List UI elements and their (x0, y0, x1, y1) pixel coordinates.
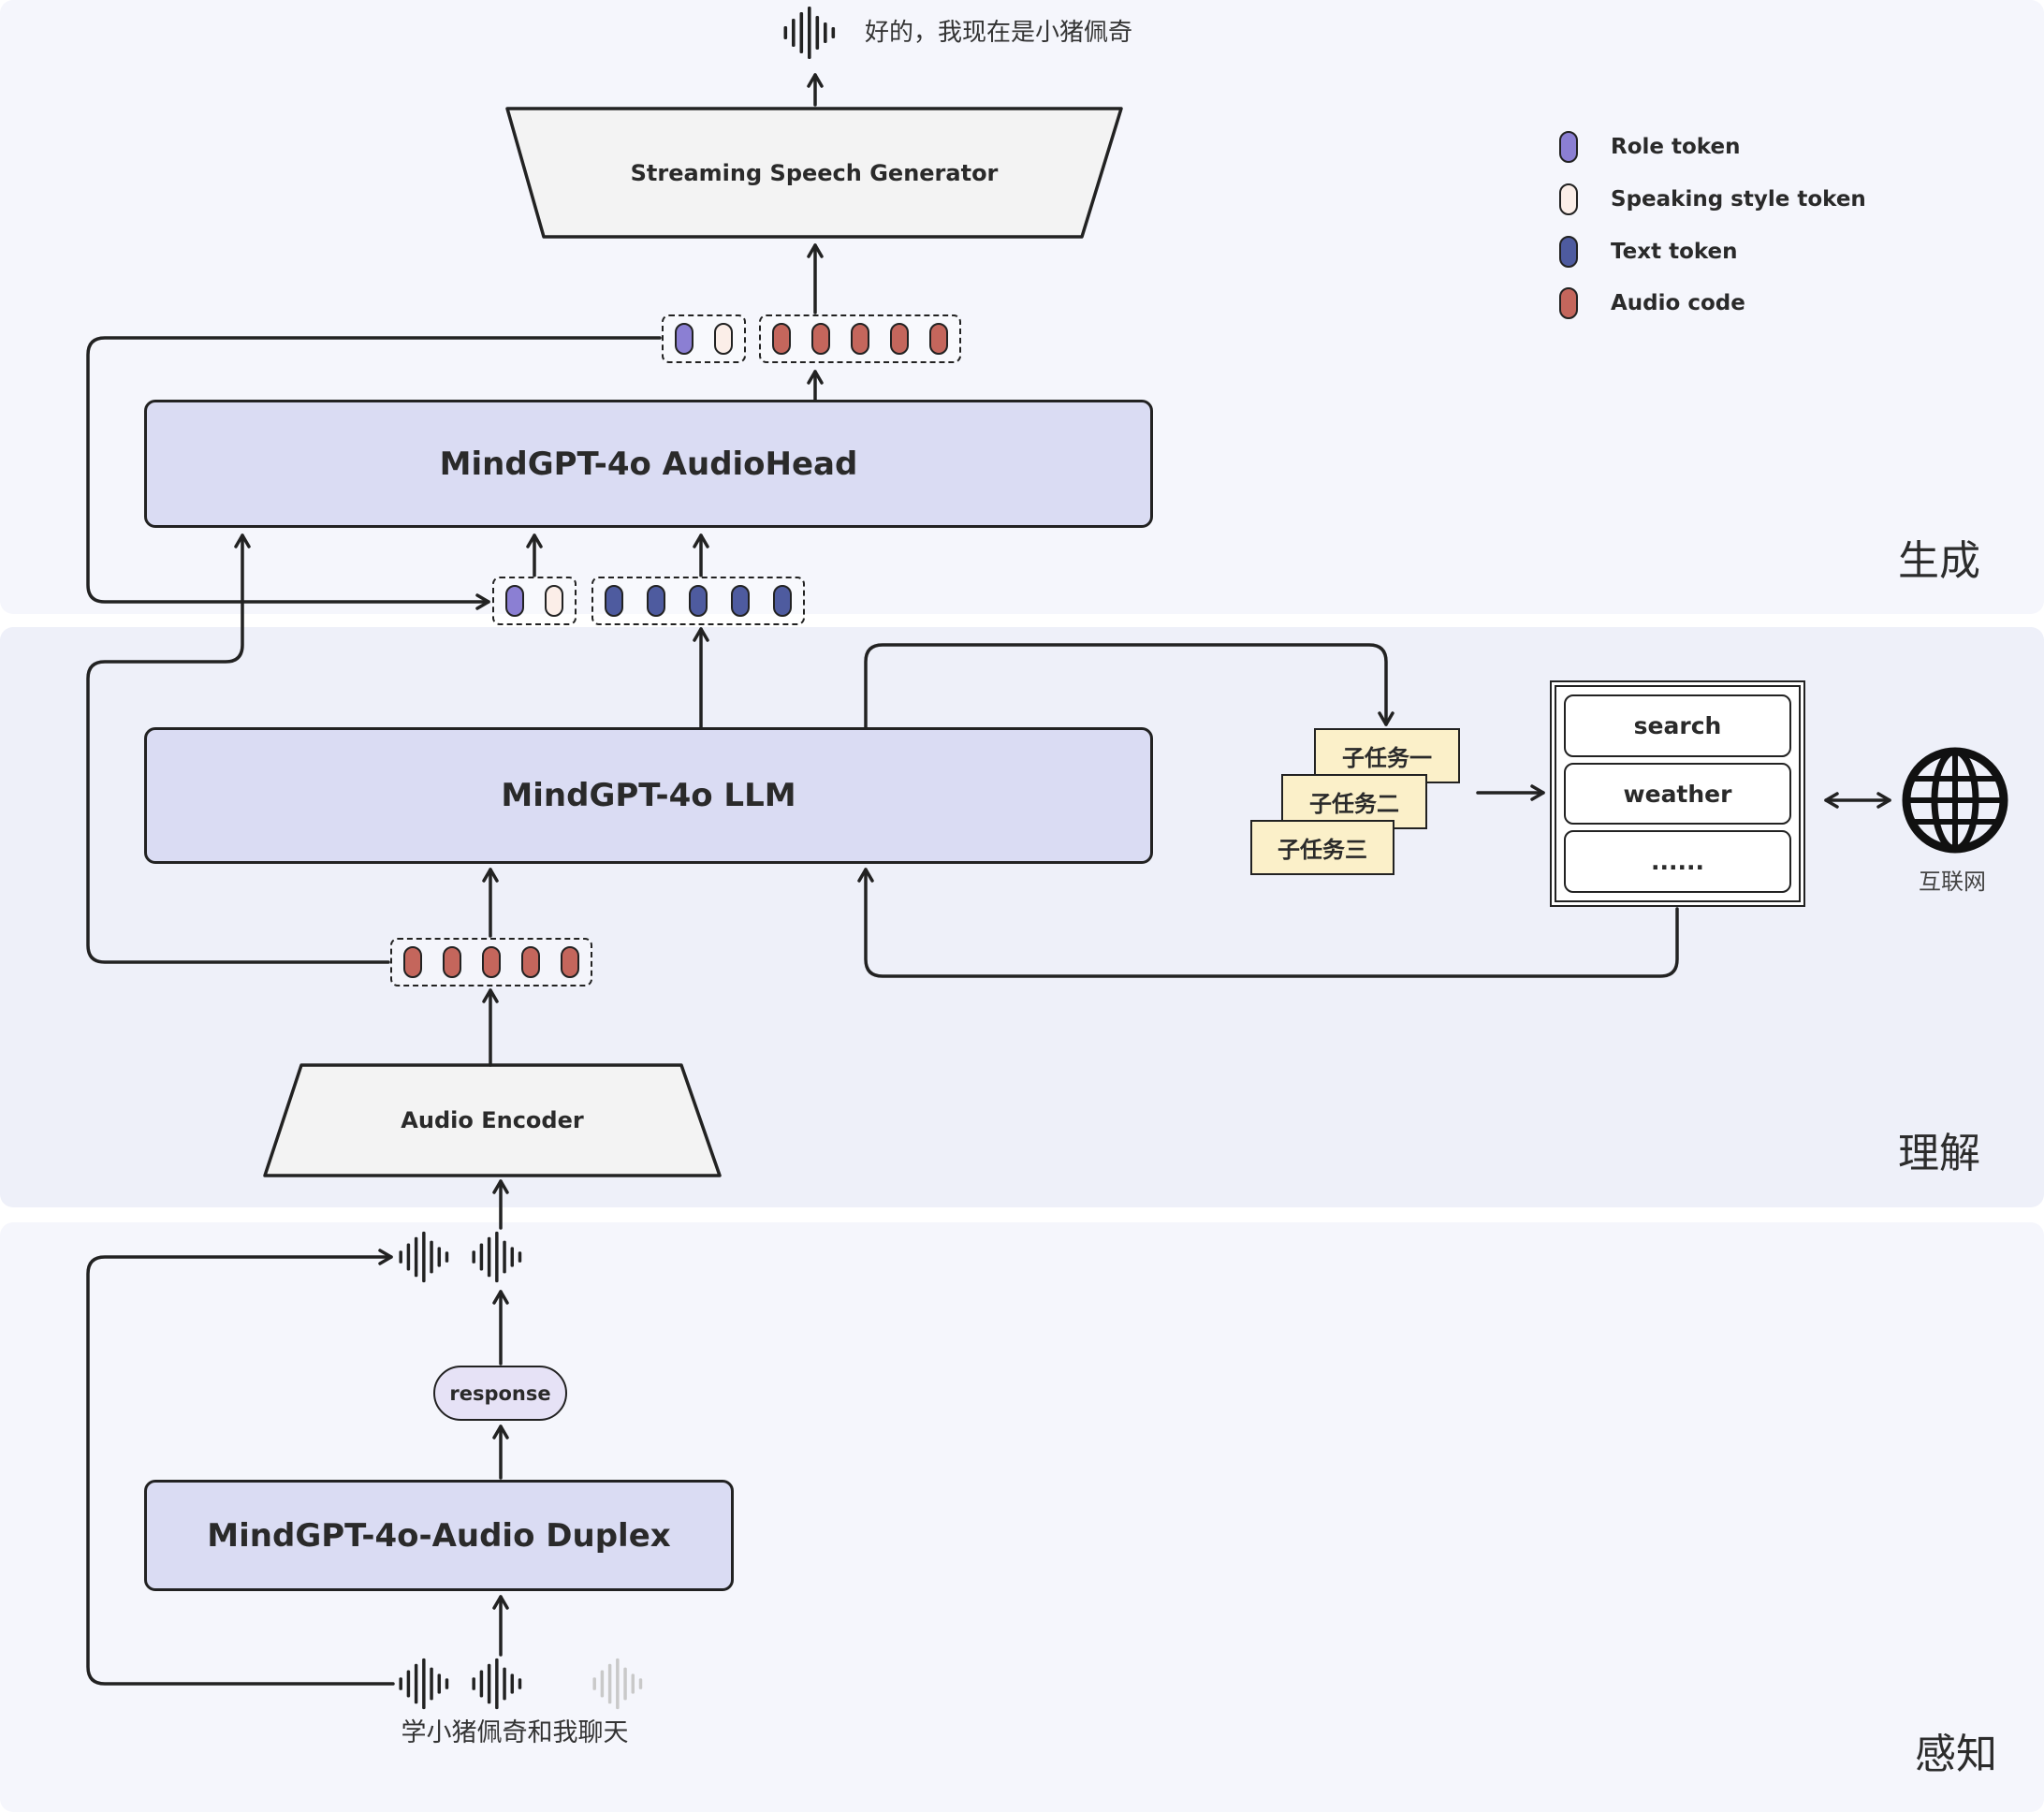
tool-more: ...... (1564, 830, 1791, 894)
section-label-understanding: 理解 (1898, 1130, 1980, 1177)
audio-code-icon (929, 323, 948, 355)
audio-encoder-label: Audio Encoder (401, 1107, 584, 1133)
role-token-icon (505, 585, 524, 617)
speaking-style-token-icon (1559, 183, 1578, 215)
tool-search: search (1564, 694, 1791, 757)
input-speech-text: 学小猪佩奇和我聊天 (401, 1718, 629, 1747)
waveform-icon (399, 1231, 449, 1283)
loop-audio-codes-to-audiohead (86, 533, 390, 964)
internet-label: 互联网 (1919, 869, 1986, 895)
waveform-icon (783, 7, 836, 59)
duplex-box: MindGPT-4o-Audio Duplex (144, 1480, 734, 1591)
audio-encoder-shape (263, 1063, 722, 1177)
duplex-label: MindGPT-4o-Audio Duplex (207, 1516, 671, 1555)
text-token-icon (731, 585, 750, 617)
audio-code-icon (890, 323, 909, 355)
legend-item: Speaking style token (1559, 173, 1866, 226)
token-segment (759, 314, 961, 363)
text-token-icon (689, 585, 708, 617)
section-label-generation: 生成 (1898, 537, 1980, 585)
legend-label: Role token (1611, 135, 1741, 159)
output-speech-text: 好的，我现在是小猪佩奇 (865, 19, 1133, 47)
audiohead-label: MindGPT-4o AudioHead (439, 445, 858, 483)
waveform-icon (399, 1658, 449, 1710)
waveform-icon (592, 1658, 643, 1710)
token-segment (390, 938, 592, 986)
legend-item: Audio code (1559, 278, 1866, 329)
llm-output-tokens (492, 577, 805, 625)
waveform-icon (472, 1658, 522, 1710)
audiohead-output-tokens (662, 314, 961, 363)
encoder-output-tokens (390, 938, 592, 986)
audio-code-icon (772, 323, 791, 355)
speaking-style-token-icon (714, 323, 733, 355)
arrow-tools-to-llm (857, 868, 1679, 978)
legend-label: Text token (1611, 240, 1738, 264)
audiohead-box: MindGPT-4o AudioHead (144, 400, 1153, 528)
response-pill: response (433, 1366, 567, 1421)
token-segment (591, 577, 805, 625)
audio-code-icon (851, 323, 869, 355)
streaming-speech-generator-label: Streaming Speech Generator (630, 159, 999, 186)
text-token-icon (1559, 236, 1578, 268)
legend-label: Audio code (1611, 291, 1745, 315)
audio-code-icon (561, 946, 579, 978)
audio-code-icon (403, 946, 422, 978)
audio-code-icon (811, 323, 830, 355)
loop-input-speech-to-encoder-input (86, 1249, 395, 1686)
subtask-card: 子任务三 (1250, 820, 1394, 875)
legend-item: Text token (1559, 226, 1866, 278)
tools-panel: search weather ...... (1550, 680, 1805, 907)
tool-weather: weather (1564, 762, 1791, 826)
text-token-icon (773, 585, 792, 617)
role-token-icon (1559, 131, 1578, 163)
text-token-icon (647, 585, 665, 617)
streaming-speech-generator-shape (505, 107, 1123, 239)
legend-item: Role token (1559, 121, 1866, 173)
token-segment (492, 577, 577, 625)
audio-code-icon (443, 946, 461, 978)
llm-box: MindGPT-4o LLM (144, 727, 1153, 864)
loop-output-tokens-to-llm-tokens (86, 336, 662, 610)
waveform-icon (472, 1231, 522, 1283)
arrow-llm-to-subtasks (864, 643, 1394, 729)
token-segment (662, 314, 746, 363)
legend-label: Speaking style token (1611, 187, 1866, 212)
audio-code-icon (521, 946, 540, 978)
audio-code-icon (1559, 287, 1578, 319)
speaking-style-token-icon (545, 585, 563, 617)
section-label-perception: 感知 (1915, 1731, 1997, 1778)
globe-icon (1902, 747, 2008, 854)
legend: Role token Speaking style token Text tok… (1559, 121, 1866, 329)
text-token-icon (605, 585, 623, 617)
audio-code-icon (482, 946, 501, 978)
role-token-icon (675, 323, 694, 355)
llm-label: MindGPT-4o LLM (501, 777, 796, 814)
